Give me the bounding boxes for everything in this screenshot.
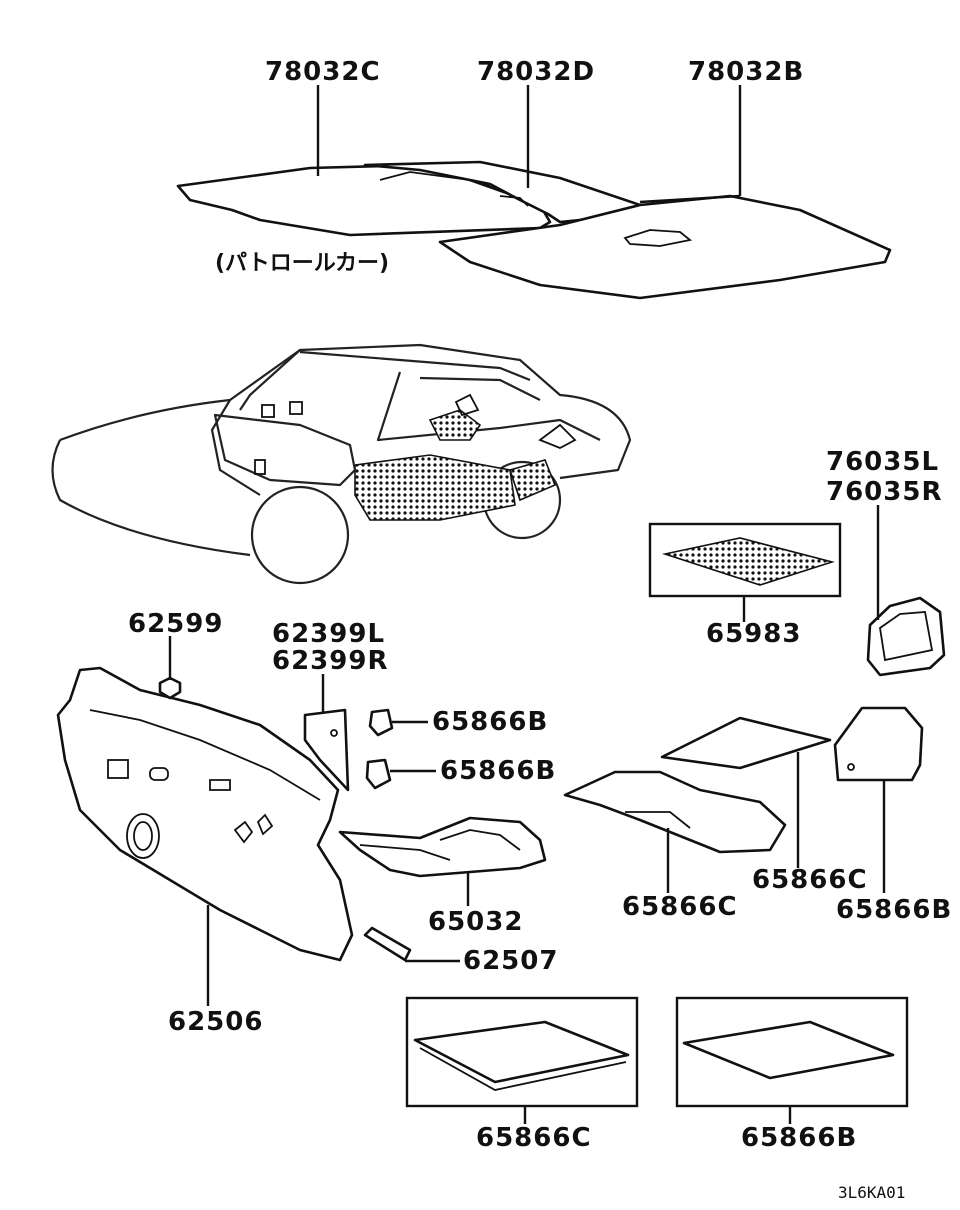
label-62506: 62506: [168, 1007, 263, 1037]
mat-65866c: [413, 1020, 630, 1084]
label-78032b: 78032B: [688, 57, 804, 87]
label-65866b-1: 65866B: [432, 707, 548, 737]
label-65866b-3: 65866B: [836, 895, 952, 925]
label-62507: 62507: [463, 946, 558, 976]
label-65032: 65032: [428, 907, 523, 937]
part-65866b-pad-2: [365, 758, 392, 790]
label-65866b-4: 65866B: [741, 1123, 857, 1153]
leader-78032b-tail: [639, 194, 741, 204]
label-patrol-car: (パトロールカー): [215, 251, 389, 276]
diagram-code: 3L6KA01: [838, 1183, 905, 1202]
frame-65866c-box: [405, 996, 639, 1108]
part-65866c-floor: [563, 770, 787, 854]
headliner-78032d: [363, 160, 642, 224]
frame-65866b-box: [675, 996, 909, 1108]
part-65866b-side: [833, 706, 924, 782]
headliner-78032b: [438, 194, 892, 300]
part-62599: [158, 676, 182, 700]
label-76035l: 76035L: [826, 447, 939, 477]
car-body: [51, 343, 632, 585]
label-62599: 62599: [128, 609, 223, 639]
label-78032c: 78032C: [265, 57, 381, 87]
part-76035: [866, 596, 946, 677]
part-62506: [56, 666, 354, 962]
part-65866b-pad-1: [368, 708, 394, 737]
label-78032d: 78032D: [477, 57, 595, 87]
label-62399l: 62399L: [272, 619, 385, 649]
label-65866b-2: 65866B: [440, 756, 556, 786]
mat-65866b: [682, 1020, 895, 1080]
label-65983: 65983: [706, 619, 801, 649]
part-65866c-plate: [660, 716, 832, 770]
label-76035r: 76035R: [826, 477, 942, 507]
part-65032: [338, 816, 547, 878]
label-65866c-1: 65866C: [622, 892, 738, 922]
mat-65983: [661, 537, 835, 586]
part-62399: [303, 708, 350, 792]
part-62507: [363, 926, 412, 962]
label-62399r: 62399R: [272, 646, 388, 676]
label-65866c-2: 65866C: [752, 865, 868, 895]
label-65866c-3: 65866C: [476, 1123, 592, 1153]
